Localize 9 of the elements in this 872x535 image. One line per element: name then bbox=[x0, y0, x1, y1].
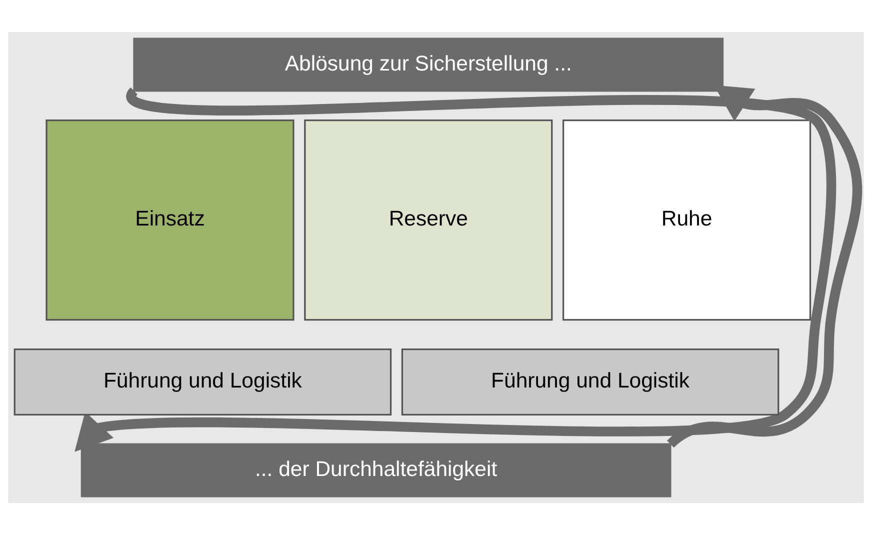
arrow bbox=[74, 88, 836, 452]
node-box: ... der Durchhaltefähigkeit bbox=[80, 443, 672, 498]
arrow bbox=[667, 85, 862, 448]
node-box: Führung und Logistik bbox=[401, 348, 780, 416]
node-box: Einsatz bbox=[46, 120, 294, 321]
node-box: Führung und Logistik bbox=[14, 348, 392, 416]
node-box: Ablösung zur Sicherstellung ... bbox=[133, 38, 724, 92]
node-box: Reserve bbox=[304, 120, 553, 321]
node-box: Ruhe bbox=[562, 120, 812, 321]
